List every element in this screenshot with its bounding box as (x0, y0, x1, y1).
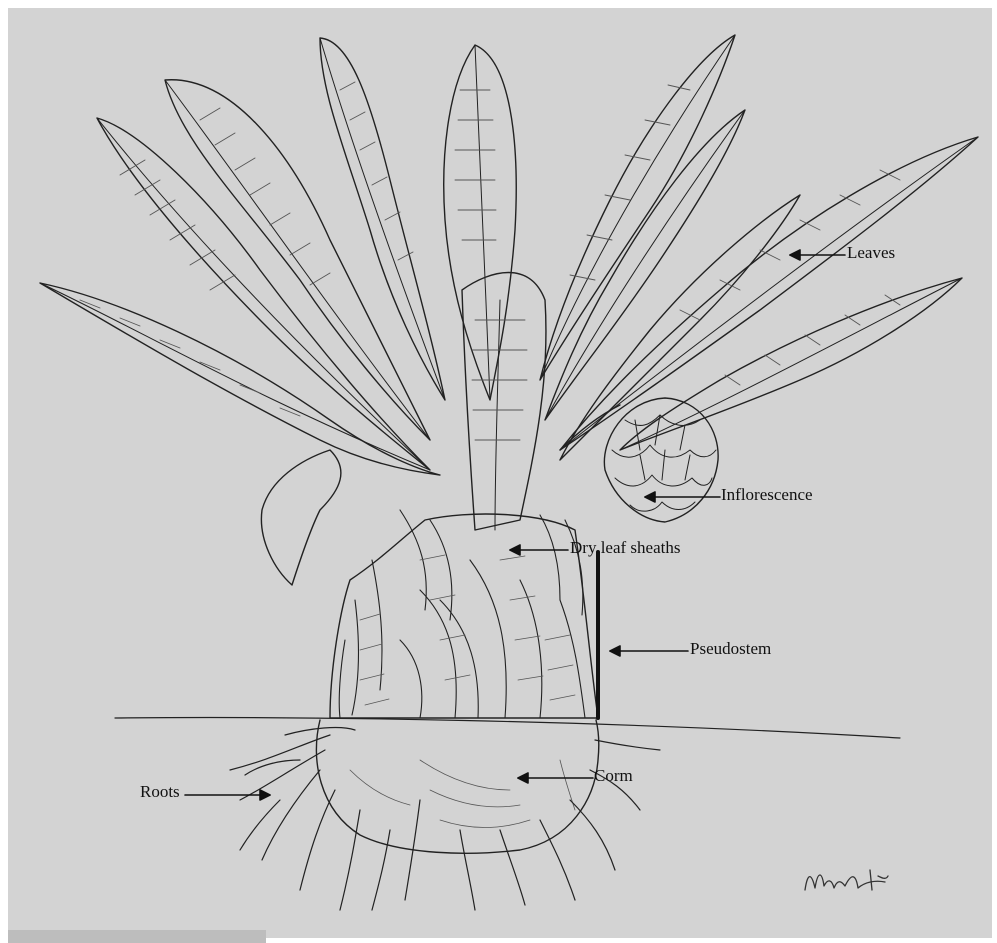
leaf-center (444, 45, 516, 400)
gray-strip (8, 930, 266, 943)
label-pseudostem: Pseudostem (690, 640, 771, 657)
roots-group (230, 728, 660, 910)
arrowhead-roots (260, 790, 270, 800)
leaves-group (40, 35, 978, 585)
label-leaves: Leaves (847, 244, 895, 261)
arrowhead-dry-leaf-sheaths (510, 545, 520, 555)
leaf-far-left (40, 283, 440, 475)
pseudostem-group (330, 510, 598, 718)
inflorescence-group (560, 398, 718, 522)
arrowhead-inflorescence (645, 492, 655, 502)
label-inflorescence: Inflorescence (721, 486, 813, 503)
corm-outline (316, 720, 598, 853)
label-roots: Roots (140, 783, 180, 800)
corm-group (316, 720, 598, 853)
leaf-left-2 (97, 118, 430, 470)
label-dry-leaf-sheaths: Dry leaf sheaths (570, 539, 680, 556)
leaf-right-1 (540, 35, 735, 380)
arrowhead-pseudostem (610, 646, 620, 656)
leaf-right-3 (560, 137, 978, 450)
ground-line (115, 718, 900, 738)
arrowhead-leaves (790, 250, 800, 260)
leaf-drooping-left (261, 450, 340, 585)
label-corm: Corm (594, 767, 633, 784)
pseudostem-outline (330, 514, 598, 718)
leaf-right-2 (545, 110, 745, 420)
artist-signature (805, 870, 888, 890)
leaf-central-shoot (462, 273, 546, 531)
arrowhead-corm (518, 773, 528, 783)
